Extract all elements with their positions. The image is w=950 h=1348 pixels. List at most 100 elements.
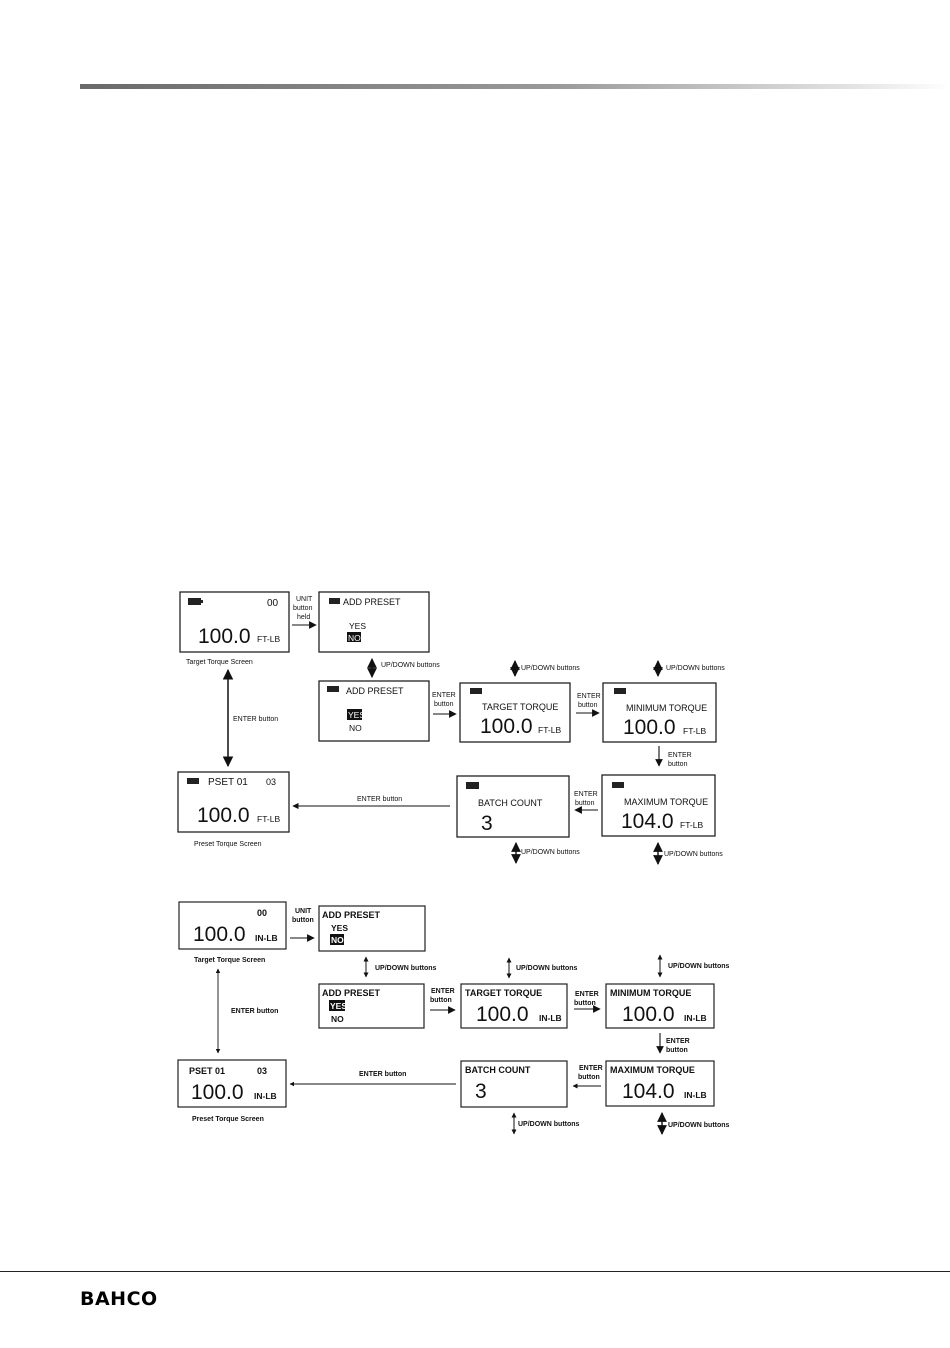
arrow-label: ENTER — [574, 791, 598, 798]
arrow-label: ENTER — [431, 988, 455, 995]
option-yes: YES — [330, 1001, 347, 1011]
screen-count: 03 — [266, 777, 276, 787]
target-torque-setting-screen: TARGET TORQUE 100.0 FT-LB — [459, 682, 571, 743]
selection-highlight — [329, 1000, 345, 1011]
minimum-torque-screen: MINIMUM TORQUE 100.0 IN-LB — [605, 983, 715, 1029]
arrow-label: ENTER — [666, 1038, 690, 1045]
maximum-torque-screen: MAXIMUM TORQUE 104.0 FT-LB — [601, 774, 716, 837]
torque-unit: IN-LB — [684, 1090, 707, 1100]
add-preset-screen-mid: ADD PRESET YES NO — [318, 983, 425, 1029]
arrow-label: ENTER button — [357, 796, 402, 803]
header-rule — [80, 84, 950, 89]
arrow-label: ENTER — [432, 692, 456, 699]
preset-torque-screen: PSET 01 03 100.0 IN-LB Preset Torque Scr… — [177, 1059, 287, 1123]
torque-value: 100.0 — [197, 804, 250, 827]
option-yes: YES — [331, 923, 348, 933]
target-torque-screen: 00 100.0 FT-LB Target Torque Screen — [179, 591, 290, 666]
battery-icon — [466, 782, 479, 789]
battery-icon — [187, 778, 199, 784]
screen-count: 00 — [257, 908, 267, 918]
arrow-label: button — [574, 1000, 596, 1007]
screen-title: ADD PRESET — [322, 910, 381, 920]
option-no: NO — [348, 633, 361, 643]
torque-unit: FT-LB — [683, 726, 706, 736]
torque-unit: IN-LB — [254, 1091, 277, 1101]
batch-value: 3 — [475, 1080, 487, 1103]
arrow-label: button — [434, 701, 454, 708]
torque-value: 104.0 — [622, 1080, 675, 1103]
arrow-label: ENTER button — [231, 1008, 278, 1015]
option-no: NO — [349, 723, 362, 733]
torque-unit: FT-LB — [538, 725, 561, 735]
screen-caption: Preset Torque Screen — [194, 841, 262, 848]
target-torque-screen: 00 100.0 IN-LB Target Torque Screen — [178, 901, 287, 964]
arrow-label: button — [578, 1074, 600, 1081]
torque-unit: IN-LB — [539, 1013, 562, 1023]
batch-count-screen: BATCH COUNT 3 — [456, 775, 570, 838]
updown-label: UP/DOWN buttons — [666, 665, 725, 672]
torque-value: 100.0 — [191, 1081, 244, 1104]
option-yes: YES — [349, 621, 366, 631]
arrow-label: held — [297, 614, 310, 621]
torque-value: 100.0 — [622, 1003, 675, 1026]
screen-title: BATCH COUNT — [465, 1065, 531, 1075]
batch-count-screen: BATCH COUNT 3 — [460, 1060, 568, 1108]
flow-diagram-ft-lb: 00 100.0 FT-LB Target Torque Screen UNIT… — [177, 591, 725, 865]
torque-value: 104.0 — [621, 810, 674, 833]
arrow-label: ENTER — [577, 693, 601, 700]
arrow-label: UNIT — [295, 908, 312, 915]
torque-value: 100.0 — [623, 716, 676, 739]
battery-icon — [329, 598, 340, 604]
screen-title: TARGET TORQUE — [482, 702, 558, 712]
screen-title: BATCH COUNT — [478, 798, 543, 808]
arrow-label: button — [293, 605, 313, 612]
torque-unit: IN-LB — [684, 1013, 707, 1023]
torque-value: 100.0 — [198, 625, 251, 648]
screen-title: MINIMUM TORQUE — [626, 703, 707, 713]
torque-value: 100.0 — [476, 1003, 529, 1026]
arrow-label: ENTER button — [233, 716, 278, 723]
footer-rule — [0, 1271, 950, 1272]
option-yes: YES — [348, 710, 365, 720]
preset-torque-screen: PSET 01 03 100.0 FT-LB Preset Torque Scr… — [177, 771, 290, 848]
screen-title: MAXIMUM TORQUE — [624, 797, 708, 807]
updown-label: UP/DOWN buttons — [521, 849, 580, 856]
updown-label: UP/DOWN buttons — [668, 963, 730, 970]
add-preset-screen-top: ADD PRESET YES NO — [318, 591, 430, 653]
option-no: NO — [331, 1014, 344, 1024]
arrow-label: button — [430, 997, 452, 1004]
torque-unit: FT-LB — [257, 634, 280, 644]
bahco-logo: BAHCO — [80, 1288, 158, 1310]
arrow-label: ENTER button — [359, 1071, 406, 1078]
battery-icon — [470, 688, 482, 694]
battery-icon — [188, 598, 203, 605]
updown-label: UP/DOWN buttons — [518, 1121, 580, 1128]
updown-label: UP/DOWN buttons — [668, 1122, 730, 1129]
arrow-label: button — [292, 917, 314, 924]
torque-unit: FT-LB — [680, 820, 703, 830]
arrow-label: button — [666, 1047, 688, 1054]
arrow-label: button — [668, 761, 688, 768]
maximum-torque-screen: MAXIMUM TORQUE 104.0 IN-LB — [605, 1060, 715, 1107]
battery-icon — [614, 688, 626, 694]
battery-icon — [327, 686, 339, 692]
arrow-label: button — [575, 800, 595, 807]
minimum-torque-screen: MINIMUM TORQUE 100.0 FT-LB — [602, 682, 717, 743]
preset-title: PSET 01 — [208, 777, 248, 788]
screen-title: MINIMUM TORQUE — [610, 988, 691, 998]
torque-value: 100.0 — [480, 715, 533, 738]
selection-highlight — [330, 934, 344, 945]
preset-title: PSET 01 — [189, 1066, 225, 1076]
arrow-label: ENTER — [575, 991, 599, 998]
battery-icon — [612, 782, 624, 788]
updown-label: UP/DOWN buttons — [381, 662, 440, 669]
screen-count: 03 — [257, 1066, 267, 1076]
torque-value: 100.0 — [193, 923, 246, 946]
target-torque-setting-screen: TARGET TORQUE 100.0 IN-LB — [460, 983, 568, 1029]
selection-highlight — [347, 709, 362, 720]
batch-value: 3 — [481, 812, 493, 835]
screen-title: ADD PRESET — [343, 597, 401, 607]
add-preset-screen-mid: ADD PRESET YES NO — [318, 680, 430, 742]
arrow-label: ENTER — [668, 752, 692, 759]
